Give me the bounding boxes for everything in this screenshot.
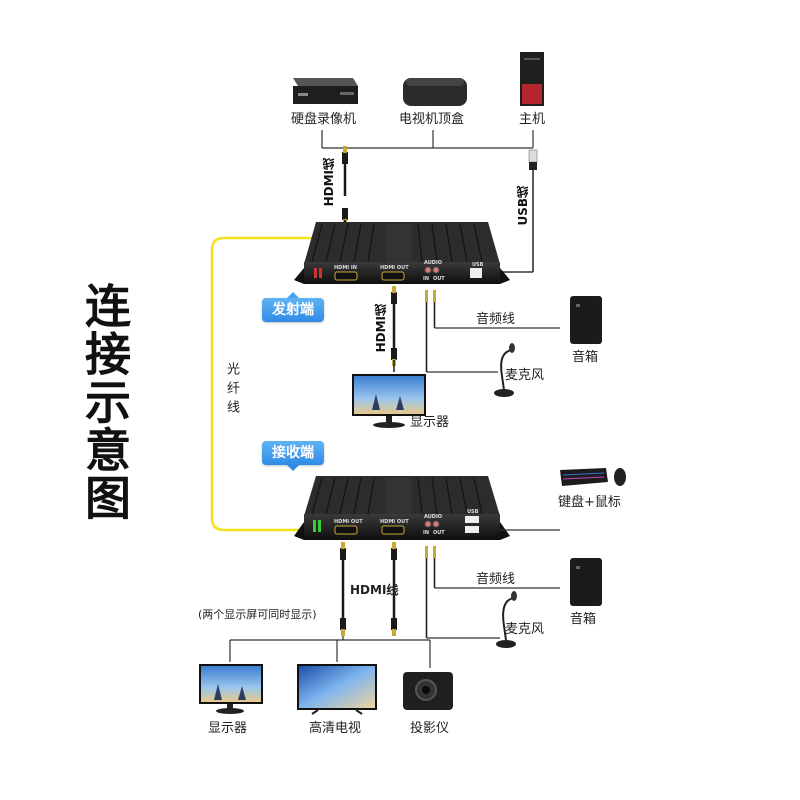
microphone-bottom: [496, 591, 517, 648]
fiber-cable-label: 光纤线: [224, 362, 239, 419]
fiber-cable: [210, 236, 318, 532]
tx-port-hdmi-in: HDMI IN: [334, 265, 357, 271]
output-label-hd-tv: 高清电视: [309, 721, 362, 736]
microphone-top: [494, 343, 515, 397]
speaker-label-bottom: 音箱: [570, 612, 597, 627]
monitor-bottom: [199, 664, 263, 714]
transmitter-tag: 发射端: [262, 292, 324, 322]
microphone-label-bottom: 麦克风: [505, 622, 545, 637]
speaker-top: [570, 296, 602, 344]
audio-cable-label-top: 音频线: [476, 312, 516, 327]
tx-hdmi-out-cable: [391, 286, 397, 372]
source-label-set-top-box: 电视机顶盒: [399, 112, 465, 127]
hd-tv-device: [297, 664, 377, 715]
output-label-projector: 投影仪: [410, 721, 450, 736]
monitor-label-top: 显示器: [410, 415, 450, 430]
rx-port-usb: USB: [467, 509, 479, 515]
tx-audio-cables: [425, 290, 560, 373]
dual-display-note: (两个显示屏可同时显示): [198, 608, 317, 621]
transmitter-box: [294, 222, 510, 284]
keyboard-mouse-label: 键盘+鼠标: [558, 495, 621, 510]
tx-port-out: OUT: [433, 276, 445, 282]
source-label-pc-host: 主机: [519, 112, 546, 127]
source-label-dvr: 硬盘录像机: [291, 112, 357, 127]
usb-cable-label: USB线: [516, 186, 530, 226]
diagram-title: 连接示意图: [78, 282, 132, 522]
source-bus: [321, 130, 534, 149]
rx-audio-cables: [425, 546, 560, 639]
rx-port-hdmi-out-2: HDMI OUT: [380, 519, 409, 525]
hdmi-cable-label-tx: HDMI线: [374, 304, 388, 353]
hdmi-cable-label-rx: HDMI线: [350, 583, 399, 597]
speaker-label-top: 音箱: [572, 350, 599, 365]
output-label-monitor: 显示器: [208, 721, 248, 736]
tx-port-hdmi-out: HDMI OUT: [380, 265, 409, 271]
hdmi-cable-label-top: HDMI线: [322, 158, 336, 207]
set-top-box-device: [403, 78, 467, 106]
projector-device: [403, 672, 453, 710]
rx-port-audio: AUDIO: [424, 514, 443, 520]
receiver-box: [294, 476, 510, 540]
rx-port-out: OUT: [433, 530, 445, 536]
pc-host-device: [520, 52, 544, 106]
speaker-bottom: [570, 558, 602, 606]
tx-port-in: IN: [423, 276, 430, 282]
receiver-tag: 接收端: [262, 441, 324, 471]
rx-hdmi-out-cables: [340, 542, 397, 636]
microphone-label-top: 麦克风: [505, 368, 545, 383]
monitor-top: [352, 374, 426, 428]
tx-port-usb: USB: [472, 262, 484, 268]
audio-cable-label-bottom: 音频线: [476, 572, 516, 587]
output-bus: [229, 636, 431, 668]
hdmi-cable-top: [342, 146, 348, 230]
dvr-device: [293, 78, 358, 104]
rx-port-hdmi-out-1: HDMI OUT: [334, 519, 363, 525]
rx-port-in: IN: [423, 530, 430, 536]
keyboard-mouse-device: [560, 468, 626, 486]
tx-port-audio: AUDIO: [424, 260, 443, 266]
